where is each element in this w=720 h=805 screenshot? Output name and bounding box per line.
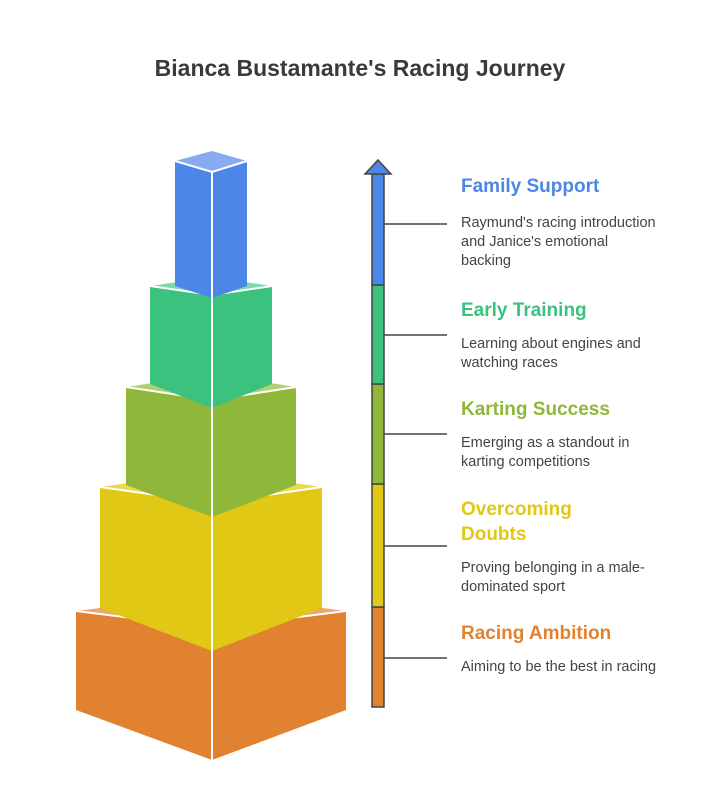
arrow-segment-green — [371, 284, 385, 385]
stage-desc-overcoming-doubts: Proving belonging in a male-dominated sp… — [461, 560, 645, 595]
stage-desc-karting-success: Emerging as a standout in karting compet… — [461, 435, 630, 470]
stage-desc-racing-ambition: Aiming to be the best in racing — [461, 659, 657, 675]
arrow-head — [363, 158, 393, 175]
arrow-segment-olive — [371, 383, 385, 485]
page-title: Bianca Bustamante's Racing Journey — [154, 55, 566, 81]
tower-block-family-support — [174, 151, 248, 298]
progress-arrow — [363, 158, 393, 708]
arrow-segment-orange — [371, 606, 385, 708]
tower-block-overcoming-doubts — [99, 471, 323, 651]
arrow-segment-yellow — [371, 483, 385, 608]
connector-lines — [384, 223, 447, 659]
stage-heading-racing-ambition: Racing Ambition — [461, 623, 612, 644]
stage-desc-early-training: Learning about engines and watching race… — [461, 336, 641, 371]
stage-heading-overcoming-doubts: Overcoming Doubts — [461, 499, 572, 545]
stage-desc-family-support: Raymund's racing introduction and Janice… — [461, 215, 656, 269]
stage-heading-karting-success: Karting Success — [461, 399, 610, 420]
arrow-segment-blue — [371, 173, 385, 286]
stage-heading-early-training: Early Training — [461, 300, 587, 321]
stage-heading-family-support: Family Support — [461, 176, 600, 197]
